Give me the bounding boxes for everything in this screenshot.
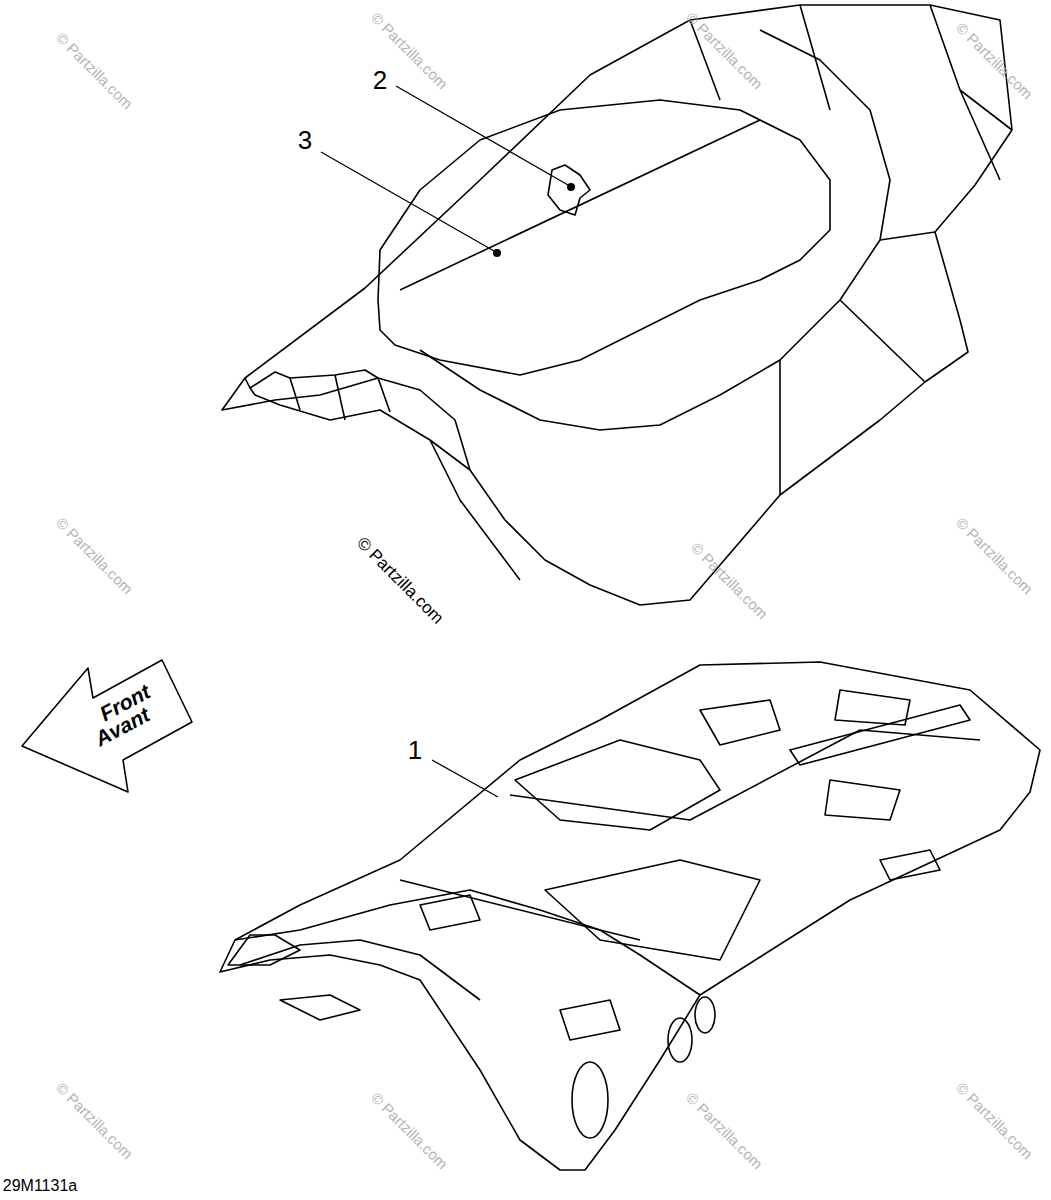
- figure-code: 29M1131a: [3, 1178, 77, 1194]
- watermark: © Partzilla.com: [353, 533, 446, 626]
- watermark: © Partzilla.com: [54, 29, 136, 111]
- watermark: © Partzilla.com: [54, 1079, 136, 1161]
- watermark: © Partzilla.com: [954, 514, 1036, 596]
- callout-number: 2: [373, 67, 387, 93]
- callout-number: 1: [408, 737, 422, 763]
- watermark: © Partzilla.com: [684, 1089, 766, 1171]
- callout-number: 3: [298, 127, 312, 153]
- watermark: © Partzilla.com: [954, 1079, 1036, 1161]
- watermark: © Partzilla.com: [369, 1089, 451, 1171]
- watermark: © Partzilla.com: [54, 514, 136, 596]
